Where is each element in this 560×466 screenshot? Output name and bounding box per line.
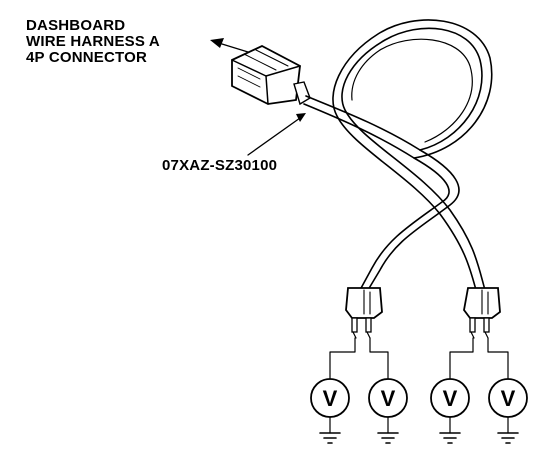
voltmeter-4: V (488, 378, 528, 444)
voltmeter-3-symbol: V (443, 386, 458, 411)
voltmeter-2-symbol: V (381, 386, 396, 411)
voltmeter-2-ground-icon (377, 432, 399, 444)
voltmeter-1-symbol: V (323, 386, 338, 411)
part-number-callout: 07XAZ-SZ30100 (162, 157, 278, 174)
voltmeter-2: V (368, 378, 408, 444)
connector-callout-line-1: DASHBOARD (26, 17, 126, 34)
voltmeter-4-symbol: V (501, 386, 516, 411)
voltmeter-3-ground-icon (439, 432, 461, 444)
dashboard-4p-connector (231, 44, 311, 106)
right-probe-connector (463, 287, 501, 339)
meter-wiring (329, 337, 509, 379)
connector-callout: DASHBOARD WIRE HARNESS A 4P CONNECTOR (26, 18, 160, 66)
connector-callout-line-2: WIRE HARNESS A (26, 33, 160, 50)
voltmeter-3: V (430, 378, 470, 444)
voltmeter-4-ground-icon (497, 432, 519, 444)
left-probe-connector (345, 287, 383, 339)
harness-cable-loop (303, 19, 493, 291)
voltmeter-1-ground-icon (319, 432, 341, 444)
connector-leader-arrow (210, 38, 249, 53)
part-number-leader-arrow (247, 113, 306, 156)
voltmeter-1: V (310, 378, 350, 444)
connector-callout-line-3: 4P CONNECTOR (26, 49, 148, 66)
